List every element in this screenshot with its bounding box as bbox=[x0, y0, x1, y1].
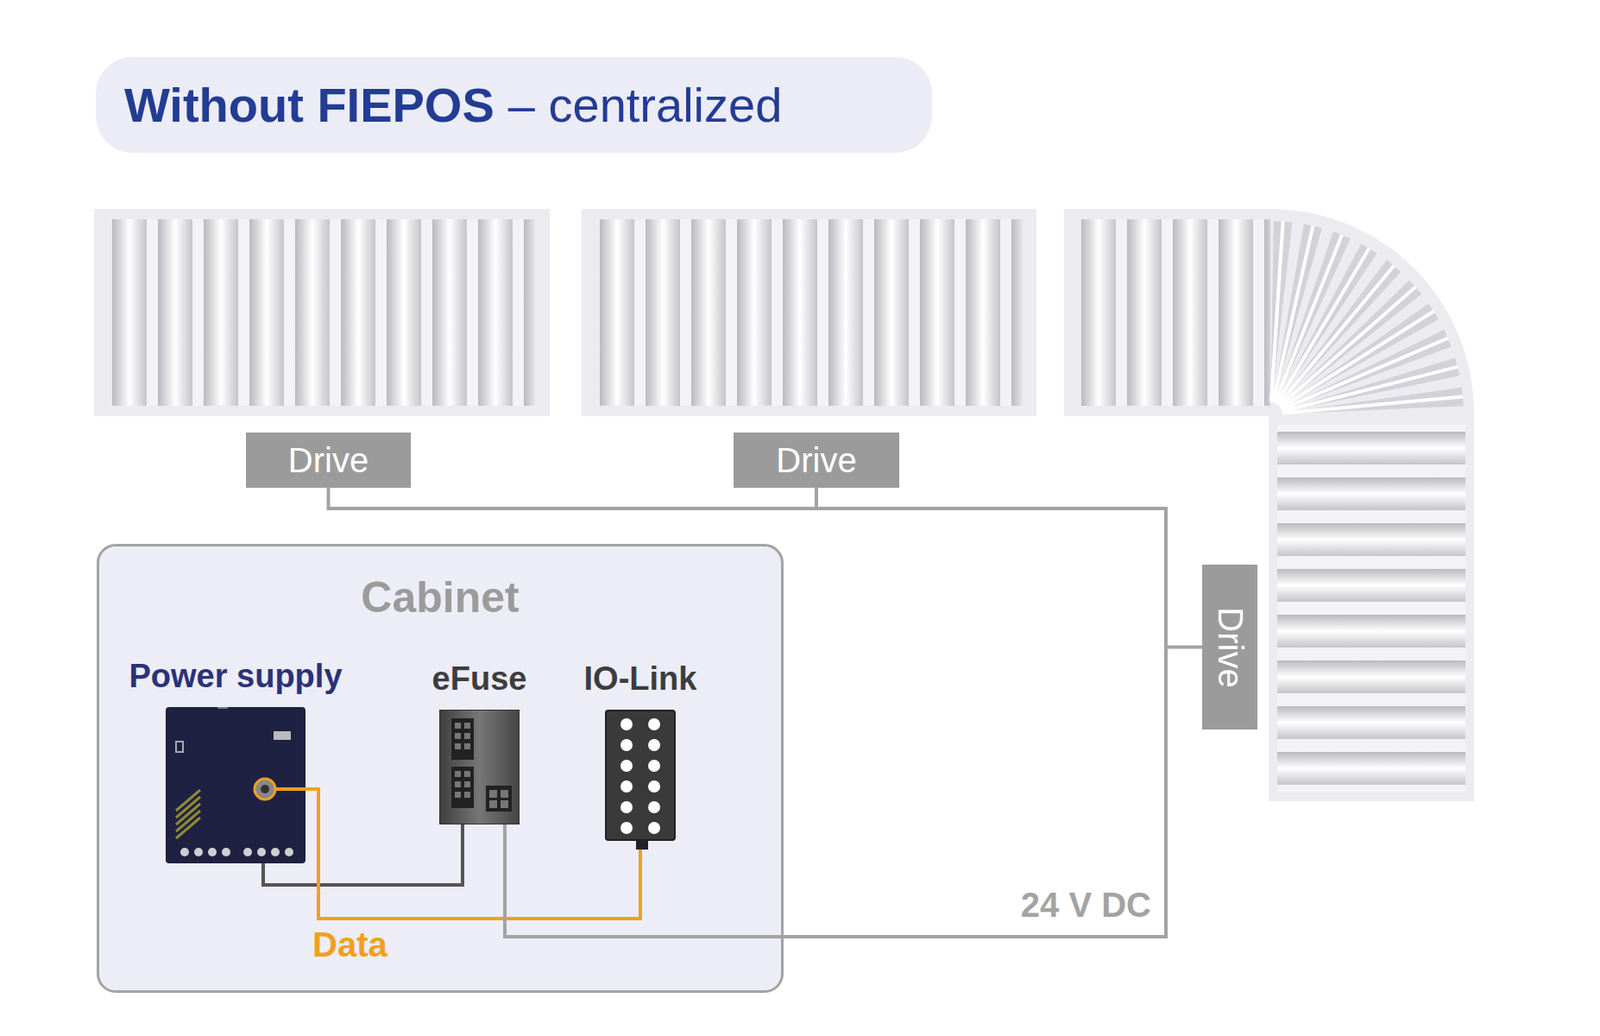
conveyor-frame bbox=[94, 208, 550, 416]
cabinet-heading: Cabinet bbox=[360, 572, 519, 623]
wire-connector bbox=[504, 647, 1203, 938]
drive-label: Drive bbox=[1210, 606, 1250, 687]
wire-label: 24 V DC bbox=[1020, 885, 1152, 925]
iolink-housing bbox=[605, 710, 675, 840]
iolink-port-pin bbox=[260, 784, 270, 794]
psu-led bbox=[176, 741, 183, 752]
psu-vents bbox=[176, 789, 201, 838]
drive-label: Drive bbox=[288, 440, 369, 480]
conveyor-rollers bbox=[1081, 219, 1271, 406]
conveyor-frame bbox=[1064, 208, 1475, 801]
wire-connector bbox=[504, 487, 1166, 937]
power-supply-device bbox=[165, 706, 306, 863]
efuse-connector bbox=[451, 718, 474, 760]
data-wire-stub bbox=[275, 787, 306, 791]
device-box: Power supply bbox=[165, 706, 306, 863]
efuse-device bbox=[439, 709, 520, 825]
psu-housing bbox=[165, 706, 306, 863]
efuse-pins bbox=[454, 722, 509, 808]
cabinet-box: CabinetPower supplyeFuseIO-Link bbox=[96, 543, 784, 993]
curve-roller-highlight bbox=[1271, 220, 1284, 403]
device-heading: Power supply bbox=[128, 657, 342, 695]
drive-box: Drive bbox=[245, 432, 411, 488]
efuse-connector bbox=[451, 766, 474, 808]
cabinet-ground bbox=[98, 545, 782, 991]
wire-connector bbox=[328, 487, 1167, 937]
conveyor-frame bbox=[581, 208, 1037, 416]
conveyor-rollers bbox=[112, 219, 536, 406]
conveyor-rollers bbox=[1277, 424, 1466, 793]
wire-label: Data bbox=[312, 925, 388, 964]
iolink-ports bbox=[620, 718, 661, 834]
psu-label bbox=[273, 730, 291, 740]
iolink-device bbox=[604, 709, 676, 850]
efuse-housing bbox=[439, 709, 520, 825]
drive-box: Drive bbox=[1202, 564, 1258, 730]
device-box: IO-Link bbox=[604, 709, 676, 850]
conveyor-curve-rollers bbox=[1270, 220, 1464, 414]
psu-terminals bbox=[180, 847, 294, 857]
device-heading: IO-Link bbox=[584, 660, 698, 698]
efuse-connector bbox=[485, 785, 512, 812]
iolink-port bbox=[254, 778, 276, 800]
conveyor-rollers bbox=[599, 219, 1023, 406]
drive-label: Drive bbox=[775, 440, 857, 480]
device-box: eFuse bbox=[439, 709, 520, 825]
diagram-title: Without FIEPOS bbox=[124, 76, 495, 133]
title-pill: Without FIEPOS– centralized bbox=[95, 56, 933, 153]
curve-roller-highlight bbox=[1282, 396, 1463, 414]
drive-box: Drive bbox=[733, 432, 900, 488]
iolink-cable-gland bbox=[636, 839, 649, 850]
curve-roller bbox=[1282, 387, 1464, 415]
device-heading: eFuse bbox=[432, 660, 528, 698]
psu-clip bbox=[217, 706, 228, 709]
title-subtitle: – centralized bbox=[508, 76, 783, 133]
